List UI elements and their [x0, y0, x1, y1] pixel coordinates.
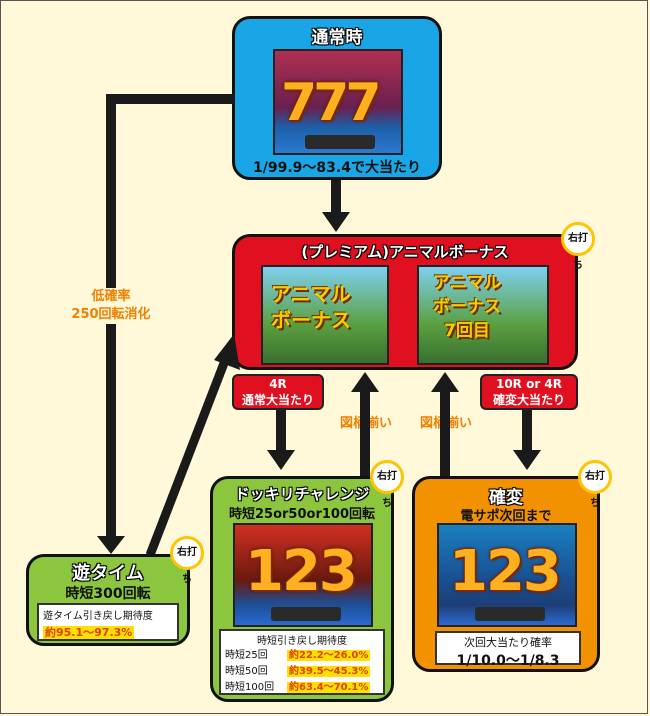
bonus-title: (プレミアム)アニマルボーナス [301, 243, 509, 261]
normal-state-box: 通常時 777 1/99.9〜83.4で大当たり [232, 16, 442, 180]
arrow-kakuhen-to-bonus [440, 392, 450, 476]
bonus-box: (プレミアム)アニマルボーナス アニマル ボーナス アニマル ボーナス 7回目 [232, 234, 578, 370]
kakuhen-subtitle: 電サポ次回まで [460, 509, 552, 524]
kakuhen-info-value: 1/10.0〜1/8.3 [456, 653, 560, 669]
arrow-bonus-to-dokkiri [276, 410, 286, 452]
kakuhen-reel-image: 123 [437, 523, 577, 627]
dokkiri-reel-image: 123 [233, 523, 373, 627]
yutime-info-box: 遊タイム引き戻し期待度 約95.1〜97.3% [37, 603, 179, 641]
kakuhen-title: 確変 [489, 488, 523, 508]
dokkiri-info-label: 時短引き戻し期待度 [257, 636, 347, 647]
dokkiri-row-100: 時短100回約63.4〜70.1% [225, 682, 371, 693]
arrow-head-to-yutime [97, 536, 125, 554]
normal-reel-image: 777 [273, 49, 403, 155]
dokkiri-reel-base [271, 607, 341, 621]
bonus-image-1: アニマル ボーナス [261, 265, 389, 365]
kakuhen-right-shot-badge: 右打ち [578, 460, 612, 509]
arrow-bonus-to-kakuhen [522, 410, 532, 452]
arrow-head-bonus-to-kakuhen [513, 450, 541, 470]
bonus-image-1-text: アニマル ボーナス [271, 282, 351, 332]
arrow-head-bonus-to-dokkiri [267, 450, 295, 470]
yutime-info-label: 遊タイム引き戻し期待度 [43, 611, 153, 622]
dokkiri-title: ドッキリチャレンジ [234, 485, 370, 503]
arrow-yutime-to-bonus [145, 334, 240, 557]
normal-title: 通常時 [311, 28, 363, 48]
kakuhen-info-box: 次回大当たり確率 1/10.0〜1/8.3 [435, 631, 581, 669]
dokkiri-row-25: 時短25回約22.2〜26.0% [225, 650, 371, 661]
dokkiri-subtitle: 時短25or50or100回転 [228, 507, 375, 522]
kakuhen-reel-base [475, 607, 545, 621]
dokkiri-right-shot-badge: 右打ち [370, 460, 404, 509]
kakuhen-info-label: 次回大当たり確率 [464, 636, 552, 649]
yutime-info-value: 約95.1〜97.3% [43, 626, 135, 639]
arrow-head-dokkiri-to-bonus [351, 372, 379, 392]
kakuhen-box: 確変 電サポ次回まで 123 次回大当たり確率 1/10.0〜1/8.3 [412, 476, 600, 672]
label-4r-normal: 4R 通常大当たり [232, 374, 324, 410]
arrow-normal-to-bonus [331, 180, 341, 216]
dokkiri-info-box: 時短引き戻し期待度 時短25回約22.2〜26.0% 時短50回約39.5〜45… [219, 629, 385, 695]
reel-base [305, 135, 375, 149]
arrow-dokkiri-to-bonus [360, 392, 370, 476]
yutime-subtitle: 時短300回転 [65, 586, 151, 602]
dokkiri-reel-digits: 123 [245, 539, 358, 604]
kakuhen-reel-digits: 123 [449, 539, 562, 604]
yutime-title: 遊タイム [72, 563, 144, 584]
normal-reel-digits: 777 [281, 73, 382, 133]
label-10r-kakuhen: 10R or 4R 確変大当たり [480, 374, 578, 410]
bonus-right-shot-badge: 右打ち [561, 222, 595, 271]
label-low-probability: 低確率 250回転消化 [56, 288, 166, 324]
normal-probability: 1/99.9〜83.4で大当たり [253, 160, 421, 176]
dokkiri-box: ドッキリチャレンジ 時短25or50or100回転 123 時短引き戻し期待度 … [210, 476, 394, 702]
bonus-image-2: アニマル ボーナス 7回目 [417, 265, 549, 365]
arrow-loop-top [106, 94, 234, 104]
bonus-image-2-text: アニマル ボーナス 7回目 [433, 273, 501, 341]
arrow-head-normal-to-bonus [322, 212, 350, 232]
yutime-right-shot-badge: 右打ち [170, 536, 204, 585]
yutime-box: 遊タイム 時短300回転 遊タイム引き戻し期待度 約95.1〜97.3% [26, 554, 190, 646]
dokkiri-row-50: 時短50回約39.5〜45.3% [225, 666, 371, 677]
arrow-head-kakuhen-to-bonus [431, 372, 459, 392]
